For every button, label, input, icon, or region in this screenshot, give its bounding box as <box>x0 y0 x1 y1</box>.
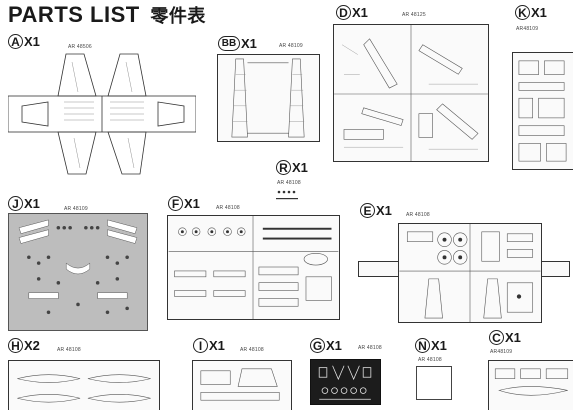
sprue-r-label: R X1 <box>276 160 308 175</box>
sprue-i-code: AR 48108 <box>240 347 264 353</box>
sprue-e-frame <box>398 223 542 323</box>
sprue-a-letter: A <box>8 34 23 49</box>
sprue-c-frame <box>488 360 573 410</box>
sprue-a-label: A X1 <box>8 34 40 49</box>
sprue-i-letter: I <box>193 338 208 353</box>
sprue-k-drawing <box>518 60 567 162</box>
sprue-c-qty: X1 <box>505 330 521 345</box>
sprue-a-frame <box>8 52 196 176</box>
sprue-r-frame <box>276 188 300 204</box>
sprue-e-code: AR 48108 <box>406 212 430 218</box>
sprue-bb-letter: BB <box>218 36 240 51</box>
sprue-k-qty: X1 <box>531 5 547 20</box>
sprue-g-photoetch <box>310 359 381 405</box>
sprue-f-frame <box>167 215 340 320</box>
sprue-f-code: AR 48108 <box>216 205 240 211</box>
sprue-c-drawing <box>494 368 569 396</box>
sprue-e-qty: X1 <box>376 203 392 218</box>
sprue-d-drawing <box>334 25 488 161</box>
sprue-d-letter: D <box>336 5 351 20</box>
sprue-e-left-tab <box>358 261 398 277</box>
title-text: PARTS LIST <box>8 2 140 27</box>
sprue-n-code: AR 48108 <box>418 357 442 363</box>
sprue-k-code: AR48109 <box>516 26 539 32</box>
sprue-k-letter: K <box>515 5 530 20</box>
sprue-j-code: AR 48109 <box>64 206 88 212</box>
sprue-a-qty: X1 <box>24 34 40 49</box>
sprue-d-label: D X1 <box>336 5 368 20</box>
sprue-a-code: AR 48506 <box>68 44 92 50</box>
sprue-e-letter: E <box>360 203 375 218</box>
sprue-h-drawing <box>17 374 151 403</box>
sprue-h-code: AR 48108 <box>57 347 81 353</box>
sprue-a-drawing <box>8 53 196 175</box>
sprue-d-code: AR 48125 <box>402 12 426 18</box>
sprue-bb-qty: X1 <box>241 36 257 51</box>
sprue-i-qty: X1 <box>209 338 225 353</box>
page-title: PARTS LIST 零件表 <box>8 2 206 28</box>
sprue-j-frame <box>8 213 148 331</box>
sprue-bb-drawing <box>231 58 305 138</box>
sprue-e-label: E X1 <box>360 203 392 218</box>
sprue-i-label: I X1 <box>193 338 225 353</box>
sprue-j-letter: J <box>8 196 23 211</box>
sprue-k-label: K X1 <box>515 5 547 20</box>
sprue-h-qty: X2 <box>24 338 40 353</box>
sprue-h-frame <box>8 360 160 410</box>
sprue-n-qty: X1 <box>431 338 447 353</box>
sprue-r-drawing <box>276 190 298 200</box>
sprue-e-drawing <box>399 224 541 322</box>
sprue-j-label: J X1 <box>8 196 40 211</box>
sprue-f-letter: F <box>168 196 183 211</box>
sprue-g-qty: X1 <box>326 338 342 353</box>
sprue-r-letter: R <box>276 160 291 175</box>
sprue-r-code: AR 48108 <box>277 180 301 186</box>
sprue-i-drawing <box>200 368 280 401</box>
sprue-bb-code: AR 48109 <box>279 43 303 49</box>
sprue-n-clear-sheet <box>416 366 452 400</box>
sprue-f-label: F X1 <box>168 196 200 211</box>
sprue-g-code: AR 48108 <box>358 345 382 351</box>
sprue-n-letter: N <box>415 338 430 353</box>
sprue-d-qty: X1 <box>352 5 368 20</box>
sprue-f-qty: X1 <box>184 196 200 211</box>
sprue-h-letter: H <box>8 338 23 353</box>
sprue-g-label: G X1 <box>310 338 342 353</box>
sprue-k-frame <box>512 52 573 170</box>
sprue-c-label: C X1 <box>489 330 521 345</box>
sprue-bb-label: BB X1 <box>218 36 257 51</box>
sprue-i-frame <box>192 360 292 410</box>
sprue-c-letter: C <box>489 330 504 345</box>
sprue-e-right-tab <box>542 261 570 277</box>
sprue-h-label: H X2 <box>8 338 40 353</box>
sprue-g-drawing <box>318 365 372 400</box>
sprue-j-qty: X1 <box>24 196 40 211</box>
sprue-c-code: AR48109 <box>490 349 513 355</box>
sprue-f-drawing <box>168 216 339 319</box>
sprue-d-frame <box>333 24 489 162</box>
sprue-r-qty: X1 <box>292 160 308 175</box>
sprue-n-label: N X1 <box>415 338 447 353</box>
title-chinese: 零件表 <box>150 6 206 27</box>
sprue-g-letter: G <box>310 338 325 353</box>
sprue-bb-frame <box>217 54 320 142</box>
sprue-j-drawing <box>18 219 138 315</box>
